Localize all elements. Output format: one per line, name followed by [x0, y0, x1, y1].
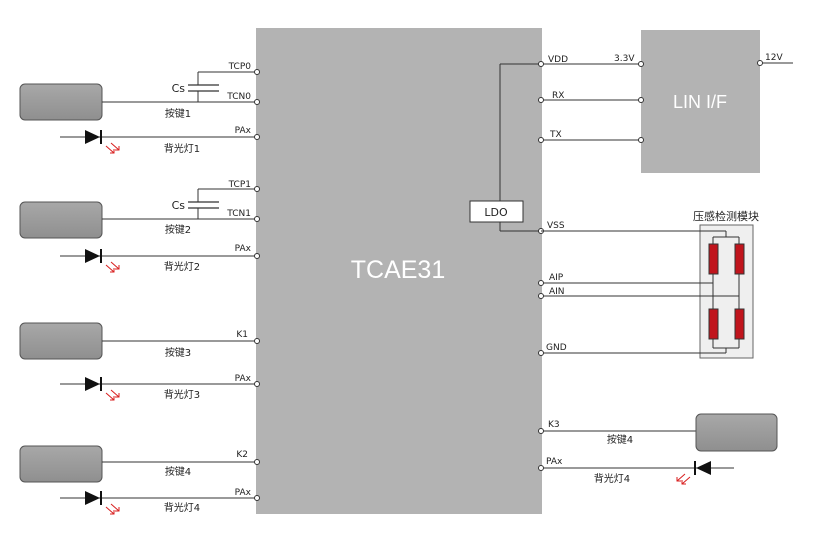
key-label-right: 按键4	[607, 433, 633, 446]
chip-name: TCAE31	[351, 256, 445, 284]
lin-interface-label: LIN I/F	[673, 92, 727, 112]
lin-voltage-out: 12V	[765, 53, 783, 63]
led-diode-icon	[85, 491, 100, 505]
pin-dot	[254, 459, 260, 465]
pin-dot	[638, 97, 644, 103]
pin-label-k2: K2	[236, 450, 248, 460]
pin-label-pax-right: PAx	[546, 457, 563, 467]
pin-dot	[254, 253, 260, 259]
pin-label-tcp0: TCP0	[228, 62, 252, 72]
pin-label-vss: VSS	[547, 221, 565, 231]
pin-dot	[254, 134, 260, 140]
pin-label-tx: TX	[549, 130, 562, 140]
pin-label-pax-4: PAx	[235, 488, 252, 498]
chip-body	[256, 28, 542, 514]
pin-dot	[538, 465, 544, 471]
pin-dot	[538, 293, 544, 299]
left-group-4: K2 按键4 PAx 背光灯4	[19, 445, 260, 515]
right-key-group: K3 按键4 PAx 背光灯4	[538, 413, 778, 485]
resistor	[734, 308, 745, 340]
touch-pad-2[interactable]	[19, 201, 103, 239]
resistor	[734, 243, 745, 275]
pin-dot	[538, 137, 544, 143]
led-diode-icon	[696, 461, 711, 475]
led-diode-icon	[85, 249, 100, 263]
pin-label-gnd: GND	[546, 343, 567, 353]
touch-pad-right[interactable]	[695, 413, 778, 452]
right-power-and-lin: LDO VDD RX TX VSS 3.3V 12V	[469, 53, 793, 234]
pin-dot	[254, 99, 260, 105]
pin-label-pax-2: PAx	[235, 244, 252, 254]
pin-dot	[538, 280, 544, 286]
key-label-2: 按键2	[165, 223, 191, 236]
pin-label-k3: K3	[548, 420, 560, 430]
pin-dot	[254, 381, 260, 387]
light-emission-icon	[105, 503, 120, 515]
key-label-1: 按键1	[165, 107, 191, 120]
pressure-sensor-module: 压感检测模块	[693, 209, 759, 359]
pin-label-pax-1: PAx	[235, 126, 252, 136]
lin-voltage-in: 3.3V	[614, 54, 635, 64]
sensor-module-box	[699, 224, 754, 359]
key-label-3: 按键3	[165, 346, 191, 359]
ldo-block	[469, 200, 524, 223]
pin-label-pax-3: PAx	[235, 374, 252, 384]
led-label-2: 背光灯2	[164, 260, 200, 273]
pin-label-aip: AIP	[549, 273, 564, 283]
sensor-module-title: 压感检测模块	[693, 209, 759, 223]
light-emission-icon	[105, 142, 120, 154]
pin-dot	[254, 216, 260, 222]
cap-label-1: Cs	[172, 82, 186, 95]
led-label-1: 背光灯1	[164, 142, 200, 155]
pin-dot	[757, 60, 763, 66]
left-group-2: Cs TCP1 TCN1 按键2 PAx 背光灯2	[19, 180, 260, 273]
ldo-label: LDO	[484, 206, 508, 219]
pin-dot	[254, 495, 260, 501]
pin-dot	[538, 350, 544, 356]
resistor	[708, 308, 719, 340]
pin-dot	[538, 428, 544, 434]
pin-dot	[638, 137, 644, 143]
pin-label-tcn0: TCN0	[226, 92, 251, 102]
pin-dot	[538, 97, 544, 103]
light-emission-icon	[105, 389, 120, 401]
pin-label-k1: K1	[236, 330, 248, 340]
pin-label-tcp1: TCP1	[228, 180, 251, 190]
cap-label-2: Cs	[172, 199, 186, 212]
pin-label-tcn1: TCN1	[226, 209, 251, 219]
pin-dot	[254, 69, 260, 75]
resistor	[708, 243, 719, 275]
pin-dot	[254, 338, 260, 344]
left-group-3: K1 按键3 PAx 背光灯3	[19, 322, 260, 401]
pin-label-ain: AIN	[549, 287, 565, 297]
led-label-4: 背光灯4	[164, 501, 200, 514]
led-diode-icon	[85, 130, 100, 144]
touch-pad-4[interactable]	[19, 445, 103, 483]
light-emission-icon	[676, 473, 691, 485]
key-label-4: 按键4	[165, 465, 191, 478]
pin-dot	[638, 61, 644, 67]
pin-label-rx: RX	[552, 91, 564, 101]
pin-dot	[254, 186, 260, 192]
pin-dot	[538, 61, 544, 67]
led-label-3: 背光灯3	[164, 388, 200, 401]
lin-interface-block	[641, 30, 760, 173]
sensor-connections: AIP AIN GND	[538, 230, 739, 356]
left-group-1: Cs TCP0 TCN0 按键1 PAx 背光灯1	[19, 62, 260, 155]
touch-pad-1[interactable]	[19, 83, 103, 121]
led-diode-icon	[85, 377, 100, 391]
touch-pad-3[interactable]	[19, 322, 103, 360]
pin-label-vdd: VDD	[548, 55, 568, 65]
light-emission-icon	[105, 261, 120, 273]
led-label-right: 背光灯4	[594, 472, 630, 485]
